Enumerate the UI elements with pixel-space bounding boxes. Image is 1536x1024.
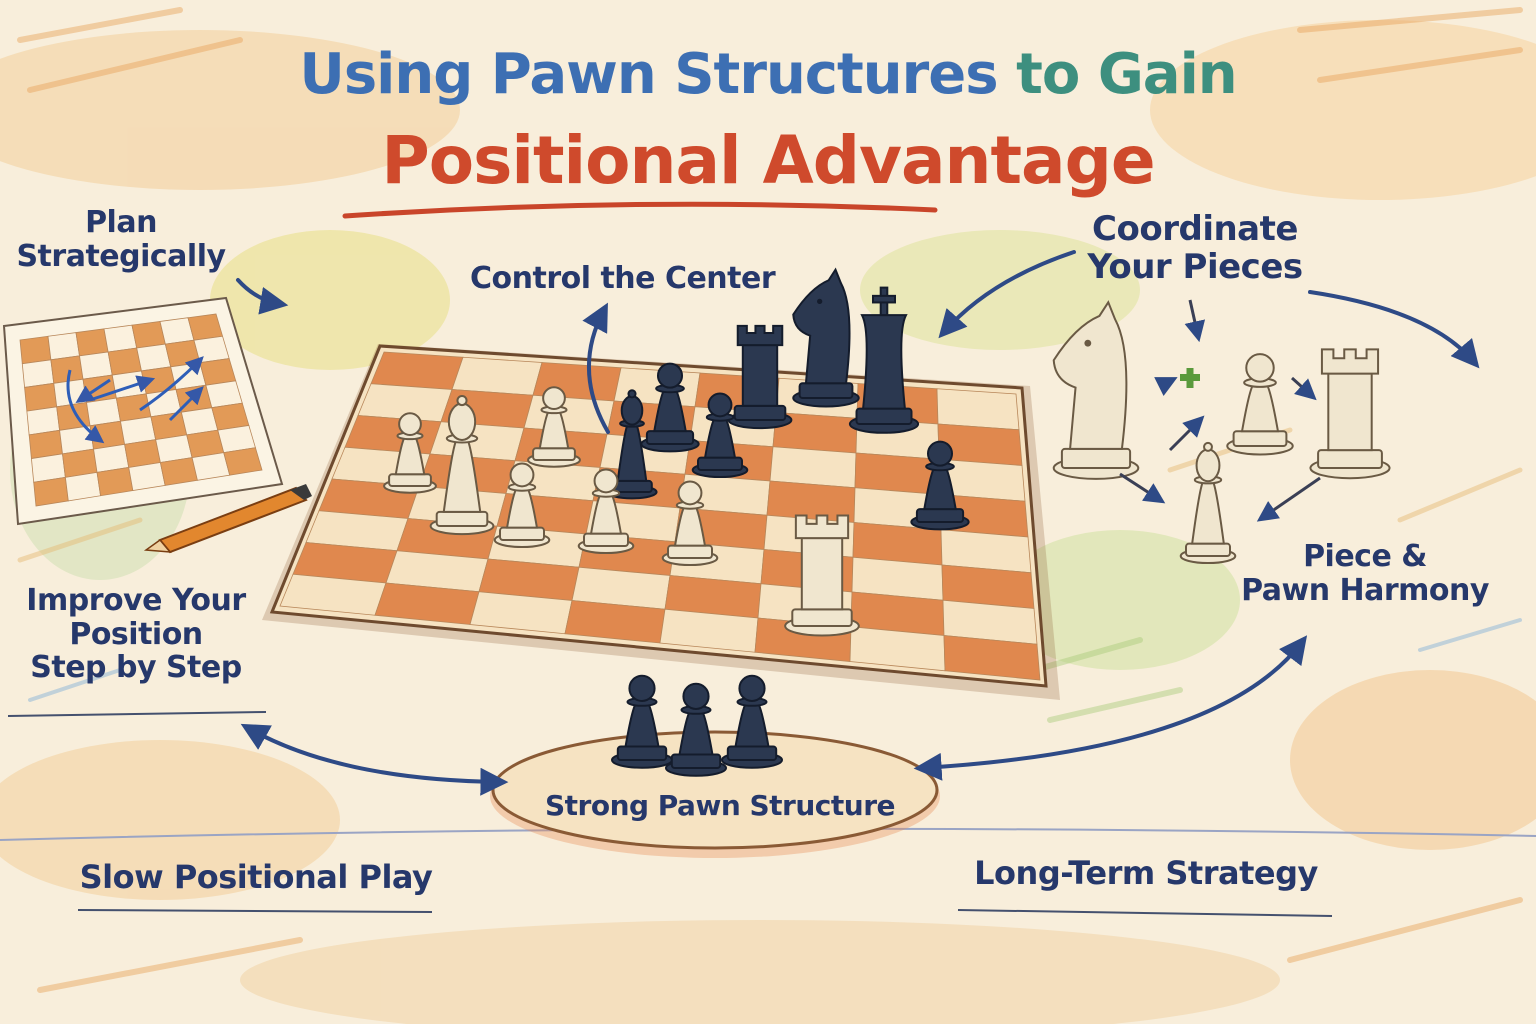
black-rook: [727, 324, 793, 430]
control-center-arrow: [582, 302, 610, 434]
black-pawn: [720, 674, 784, 769]
board-square: [24, 382, 58, 412]
black-pawn: [691, 392, 749, 479]
board-square: [451, 356, 543, 396]
board-square: [193, 335, 230, 364]
board-square: [159, 457, 198, 486]
plan-label-line-2: Strategically: [16, 238, 226, 274]
coordinate-arrow-left: [938, 250, 1076, 339]
board-square: [936, 388, 1020, 431]
harmony-label-line-2: Pawn Harmony: [1241, 572, 1489, 608]
harmony-label: Piece & Pawn Harmony: [1230, 540, 1500, 607]
coordinate-label-line-1: Coordinate: [1092, 209, 1298, 249]
board-square: [769, 446, 857, 489]
long-term-label: Long-Term Strategy: [974, 854, 1318, 892]
white-bishop: [1179, 441, 1237, 565]
white-bishop: [429, 394, 495, 536]
white-pawn: [577, 468, 635, 555]
board-square: [223, 447, 263, 476]
board-square: [131, 320, 166, 349]
black-knight: [792, 267, 860, 408]
board-square: [191, 452, 231, 481]
improve-label: Improve Your Position Step by Step: [6, 584, 266, 685]
title-underline: [342, 201, 938, 219]
white-pawn: [527, 386, 581, 468]
white-pawn: [493, 462, 551, 549]
plan-label-line-1: Plan: [85, 205, 157, 240]
coordination-cluster: [1052, 300, 1391, 565]
board-square: [199, 358, 237, 386]
title-line-2: Positional Advantage: [381, 122, 1155, 199]
board-square: [103, 324, 138, 353]
title-main: Using Pawn Structures: [299, 42, 998, 107]
plan-arrow: [236, 278, 289, 315]
white-pawn: [383, 412, 437, 494]
black-pawn: [910, 440, 970, 531]
board-square: [33, 476, 69, 507]
white-knight: [1052, 300, 1140, 480]
board-square: [47, 332, 80, 361]
board-square: [128, 462, 166, 492]
board-square: [75, 328, 109, 357]
improve-label-line-1: Improve Your: [26, 583, 246, 618]
harmony-arrow: [913, 635, 1308, 781]
plan-label: Plan Strategically: [6, 206, 236, 273]
slow-play-underline: [77, 909, 433, 913]
board-square: [136, 343, 172, 372]
black-bishop: [606, 389, 658, 500]
control-center-label: Control the Center: [470, 261, 776, 296]
coordinate-label-line-2: Your Pieces: [1087, 247, 1303, 288]
improve-underline: [7, 711, 267, 717]
title-line-1: Using Pawn Structures to Gain: [0, 42, 1536, 107]
board-square: [96, 467, 134, 497]
black-pawn: [664, 682, 728, 777]
white-pawn: [1226, 353, 1294, 456]
white-rook: [784, 514, 860, 637]
strong-pawn-label: Strong Pawn Structure: [544, 789, 896, 822]
coordinate-label: Coordinate Your Pieces: [1070, 210, 1320, 286]
board-square: [79, 351, 113, 380]
improve-label-line-2: Position: [69, 616, 203, 652]
cluster-arrows: [1119, 299, 1321, 522]
plus-icon: [1180, 368, 1200, 388]
flow-arrows: [236, 250, 1480, 796]
pencil-icon: [143, 484, 312, 554]
improve-arrow: [240, 723, 509, 796]
board-square: [21, 359, 55, 388]
title-tail: to Gain: [1016, 42, 1238, 107]
board-square: [111, 370, 147, 399]
board-square: [82, 374, 117, 403]
board-square: [64, 471, 102, 502]
board-square: [370, 351, 464, 390]
plan-board: [2, 296, 284, 526]
board-square: [187, 313, 224, 341]
harmony-label-line-1: Piece &: [1303, 539, 1427, 574]
board-square: [107, 347, 142, 376]
board-square: [26, 406, 61, 436]
pawn-trio: [610, 674, 784, 777]
pawn-structure-platform: [490, 730, 940, 858]
improve-label-line-3: Step by Step: [30, 650, 242, 686]
white-rook: [1309, 348, 1391, 480]
black-king: [848, 286, 920, 434]
black-pawn: [640, 362, 700, 453]
black-pawn: [610, 674, 674, 769]
board-square: [19, 335, 52, 365]
slow-play-label: Slow Positional Play: [79, 858, 433, 896]
board-pieces: [383, 267, 970, 637]
white-pawn: [661, 480, 719, 567]
coordinate-arrow-right: [1308, 290, 1480, 369]
long-term-underline: [957, 909, 1333, 917]
